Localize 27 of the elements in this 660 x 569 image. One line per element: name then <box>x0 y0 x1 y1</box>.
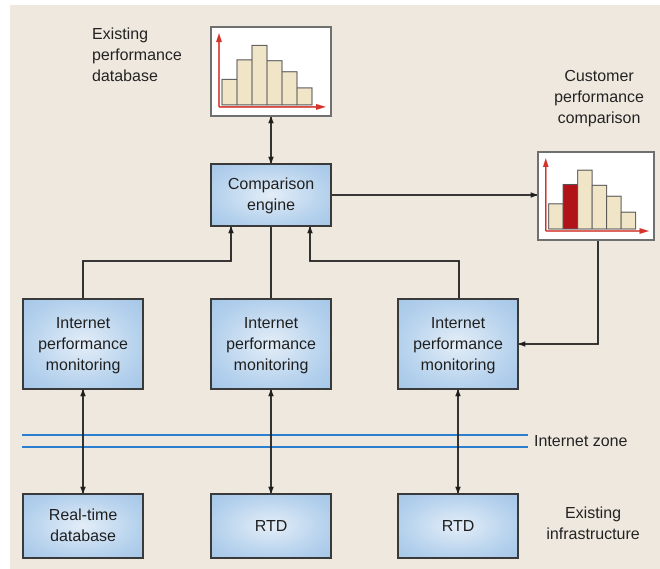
process-box <box>22 493 144 559</box>
arrow <box>518 241 599 347</box>
zone-label: Internet zone <box>534 432 628 452</box>
box-label: Internet performance monitoring <box>412 314 504 376</box>
process-box <box>210 493 332 559</box>
process-box <box>210 298 332 390</box>
arrow <box>332 192 538 198</box>
process-box <box>210 163 332 227</box>
process-box <box>397 298 519 390</box>
arrow <box>307 226 460 298</box>
arrow <box>80 389 86 494</box>
box-label: Comparison engine <box>226 175 316 216</box>
chart-caption: Existing performance database <box>92 25 183 87</box>
connector-line <box>270 227 272 298</box>
arrow <box>268 116 274 164</box>
box-label: RTD <box>442 516 474 536</box>
box-label: Internet performance monitoring <box>225 314 317 376</box>
process-box <box>22 298 144 390</box>
arrow <box>268 389 274 494</box>
box-label: RTD <box>254 516 288 536</box>
box-label: Internet performance monitoring <box>37 314 129 376</box>
arrow <box>82 226 234 298</box>
chart-caption: Customer performance comparison <box>553 67 645 129</box>
zone-label: Existing infrastructure <box>545 504 641 545</box>
arrow <box>455 389 461 494</box>
process-box <box>397 493 519 559</box>
box-label: Real-time database <box>48 506 118 547</box>
